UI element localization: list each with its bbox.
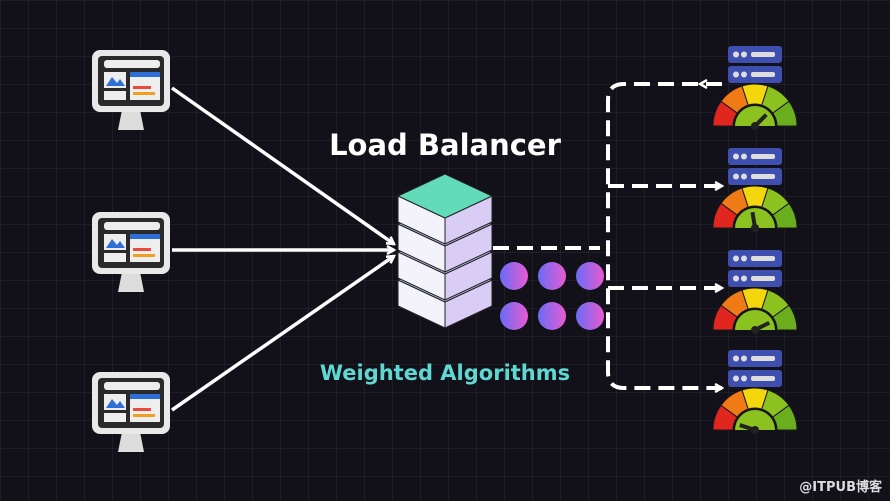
- clients: [92, 50, 170, 452]
- led: [733, 355, 739, 362]
- label-bar: [751, 174, 775, 179]
- gauge-segment: [772, 304, 798, 331]
- request-dot: [576, 302, 604, 330]
- led: [733, 153, 739, 160]
- request-dot: [576, 262, 604, 290]
- servers: [712, 46, 798, 434]
- client-monitor-icon: [92, 212, 170, 292]
- led: [741, 275, 747, 282]
- request-dot: [538, 302, 566, 330]
- mountain-icon: [106, 399, 125, 408]
- code-line: [133, 254, 155, 257]
- server-layer-top: [396, 173, 494, 219]
- client-arrows: [170, 86, 394, 412]
- code-line: [133, 86, 151, 89]
- gauge-segment: [772, 100, 798, 127]
- led: [741, 255, 747, 262]
- code-line: [133, 248, 151, 251]
- label-bar: [751, 256, 775, 261]
- request-dot: [500, 302, 528, 330]
- label-bar: [751, 376, 775, 381]
- monitor-stand: [118, 432, 144, 452]
- arrow-client-1: [170, 86, 394, 244]
- server-3-icon: [712, 250, 798, 334]
- request-dot: [538, 262, 566, 290]
- request-dot: [500, 262, 528, 290]
- monitor-stand: [118, 110, 144, 130]
- led: [741, 51, 747, 58]
- gauge-pivot: [751, 326, 759, 334]
- code-line: [133, 408, 151, 411]
- button-card: [104, 91, 126, 100]
- code-header: [130, 394, 160, 399]
- route-spine: [606, 82, 722, 388]
- monitor-stand: [118, 272, 144, 292]
- diagram-title: Load Balancer: [329, 128, 561, 162]
- gauge-segment: [772, 404, 798, 431]
- label-bar: [751, 52, 775, 57]
- arrow-client-3: [171, 254, 394, 412]
- button-card: [104, 413, 126, 422]
- led: [733, 375, 739, 382]
- search-bar: [104, 60, 160, 68]
- load-balancer-icon: [396, 173, 494, 329]
- led: [733, 275, 739, 282]
- dashed-routes: [493, 84, 722, 388]
- led: [733, 71, 739, 78]
- server-2-icon: [712, 148, 798, 232]
- code-header: [130, 72, 160, 77]
- gauge-segment: [772, 202, 798, 229]
- led: [741, 355, 747, 362]
- label-bar: [751, 276, 775, 281]
- server-4-icon: [712, 350, 798, 434]
- search-bar: [104, 382, 160, 390]
- led: [741, 173, 747, 180]
- led: [733, 51, 739, 58]
- gauge-hub: [735, 106, 775, 126]
- watermark: @ITPUB博客: [799, 480, 882, 495]
- client-monitor-icon: [92, 372, 170, 452]
- gauge-pivot: [751, 426, 759, 434]
- request-dots: [500, 262, 604, 330]
- code-line: [133, 92, 155, 95]
- server-1-icon: [712, 46, 798, 130]
- search-bar: [104, 222, 160, 230]
- label-bar: [751, 154, 775, 159]
- gauge-pivot: [751, 224, 759, 232]
- label-bar: [751, 356, 775, 361]
- led: [741, 153, 747, 160]
- code-header: [130, 234, 160, 239]
- led: [741, 375, 747, 382]
- code-line: [133, 414, 155, 417]
- client-monitor-icon: [92, 50, 170, 130]
- led: [733, 173, 739, 180]
- mountain-icon: [106, 77, 125, 86]
- gauge-pivot: [751, 122, 759, 130]
- algorithm-label: Weighted Algorithms: [319, 361, 571, 385]
- button-card: [104, 253, 126, 262]
- led: [733, 255, 739, 262]
- led: [741, 71, 747, 78]
- mountain-icon: [106, 239, 125, 248]
- label-bar: [751, 72, 775, 77]
